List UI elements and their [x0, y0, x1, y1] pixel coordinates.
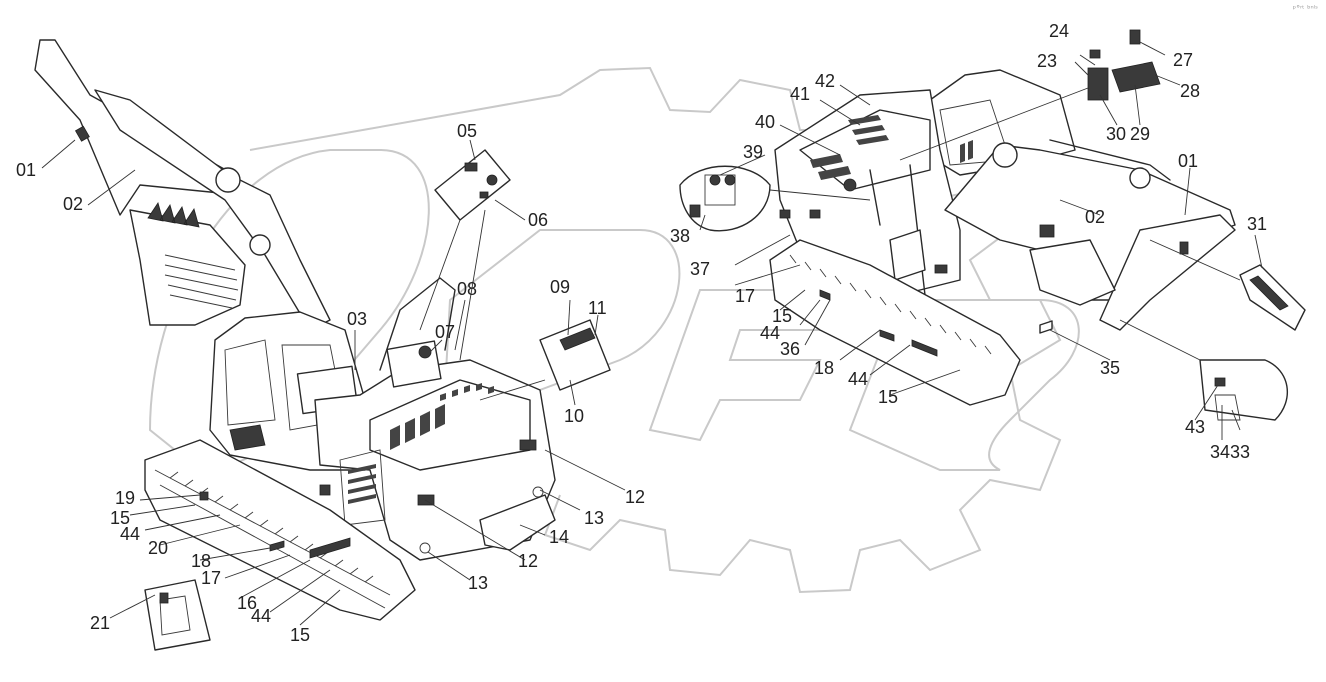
callout-15a: 15: [110, 508, 130, 528]
callout-05: 05: [457, 121, 477, 141]
callout-02: 02: [63, 194, 83, 214]
callout-r28: 28: [1180, 81, 1200, 101]
callout-11: 11: [588, 298, 607, 318]
callouts-right: 01 02 15 15 17 18 23 24 27 28 29 30 31 3…: [670, 21, 1267, 462]
callout-44a: 44: [120, 524, 140, 544]
callout-r37: 37: [690, 259, 710, 279]
right-excavator: [679, 29, 1306, 421]
callout-r23: 23: [1037, 51, 1057, 71]
callout-13a: 13: [584, 508, 604, 528]
callouts-left: 01 02 03 05 06 07 08 09 10 11 12 12 13 1…: [16, 121, 645, 645]
callout-17: 17: [201, 568, 221, 588]
callout-r18: 18: [814, 358, 834, 378]
callout-21: 21: [90, 613, 110, 633]
corner-mark: ᵖ°ʳᵗ ᵇⁿˡˢ: [1292, 4, 1318, 13]
callout-08: 08: [457, 279, 477, 299]
callout-r44b: 44: [848, 369, 868, 389]
callout-10: 10: [564, 406, 584, 426]
callout-r43: 43: [1185, 417, 1205, 437]
callout-r33: 33: [1230, 442, 1250, 462]
callout-r40: 40: [755, 112, 775, 132]
callout-r36: 36: [780, 339, 800, 359]
callout-r27: 27: [1173, 50, 1193, 70]
callout-19: 19: [115, 488, 135, 508]
callout-r15a: 15: [772, 306, 792, 326]
callout-06: 06: [528, 210, 548, 230]
callout-44b: 44: [251, 606, 271, 626]
callout-r15b: 15: [878, 387, 898, 407]
callout-r02: 02: [1085, 207, 1105, 227]
callout-16: 16: [237, 593, 257, 613]
callout-03: 03: [347, 309, 367, 329]
callout-13b: 13: [468, 573, 488, 593]
callout-r35: 35: [1100, 358, 1120, 378]
callout-r34: 34: [1210, 442, 1230, 462]
callout-r17: 17: [735, 286, 755, 306]
callout-r24: 24: [1049, 21, 1069, 41]
callout-r41: 41: [790, 84, 810, 104]
leader-lines: [41, 41, 1263, 626]
callout-01: 01: [16, 160, 36, 180]
callout-18: 18: [191, 551, 211, 571]
callout-12b: 12: [518, 551, 538, 571]
callout-r01: 01: [1178, 151, 1198, 171]
callout-r30: 30: [1106, 124, 1126, 144]
callout-r39: 39: [743, 142, 763, 162]
callout-r44a: 44: [760, 323, 780, 343]
callout-r31: 31: [1247, 214, 1267, 234]
callout-r38: 38: [670, 226, 690, 246]
callout-15b: 15: [290, 625, 310, 645]
callout-12a: 12: [625, 487, 645, 507]
callout-09: 09: [550, 277, 570, 297]
callout-20: 20: [148, 538, 168, 558]
callout-r42: 42: [815, 71, 835, 91]
callout-r29: 29: [1130, 124, 1150, 144]
left-excavator: [34, 39, 611, 651]
callout-07: 07: [435, 322, 455, 342]
callout-14: 14: [549, 527, 569, 547]
